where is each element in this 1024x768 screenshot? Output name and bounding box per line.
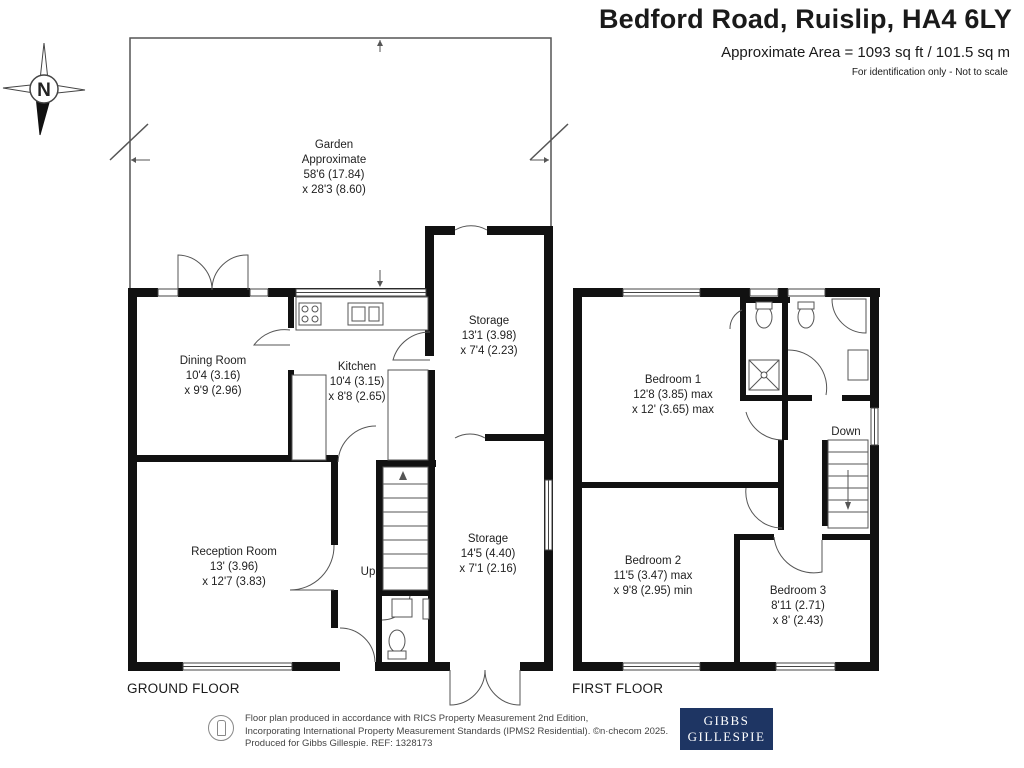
toilet-icon bbox=[388, 629, 406, 653]
footer-line1: Floor plan produced in accordance with R… bbox=[245, 713, 589, 724]
ground-stairs-label: Up bbox=[361, 566, 376, 578]
storage2-dim1: 14'5 (4.40) bbox=[461, 548, 516, 560]
footer-notes: Floor plan produced in accordance with R… bbox=[245, 713, 668, 751]
bedroom3-dim1: 8'11 (2.71) bbox=[771, 600, 825, 612]
garden-dim1: 58'6 (17.84) bbox=[303, 169, 364, 181]
identification-note: For identification only - Not to scale bbox=[851, 67, 1008, 78]
reception-name: Reception Room bbox=[191, 546, 277, 558]
storage2-dim2: x 7'1 (2.16) bbox=[459, 563, 516, 575]
kitchen-fittings bbox=[291, 296, 429, 461]
bedroom3-name: Bedroom 3 bbox=[770, 585, 826, 597]
garden-boundary bbox=[109, 37, 569, 290]
bedroom2-name: Bedroom 2 bbox=[625, 555, 681, 567]
first-floor-windows bbox=[622, 288, 879, 671]
first-floor-doors bbox=[729, 309, 828, 574]
brand-logo: GIBBS GILLESPIE bbox=[680, 708, 773, 750]
dining-name: Dining Room bbox=[180, 355, 246, 367]
storage1-name: Storage bbox=[469, 315, 509, 327]
garden-note: Approximate bbox=[302, 154, 367, 166]
bedroom1-dim2: x 12' (3.65) max bbox=[632, 404, 714, 416]
compass-north-label: N bbox=[37, 80, 51, 101]
storage2-name: Storage bbox=[468, 533, 508, 545]
hob-icon bbox=[298, 302, 322, 326]
footer-line3: Produced for Gibbs Gillespie. REF: 13281… bbox=[245, 738, 433, 749]
brand-line1: GIBBS bbox=[703, 713, 750, 728]
compass-icon: N bbox=[2, 42, 86, 136]
bedroom1-name: Bedroom 1 bbox=[645, 374, 701, 386]
dining-dim2: x 9'9 (2.96) bbox=[184, 385, 241, 397]
garden-dim2: x 28'3 (8.60) bbox=[302, 184, 366, 196]
bedroom2-dim1: 11'5 (3.47) max bbox=[614, 570, 693, 582]
bedroom3-dim2: x 8' (2.43) bbox=[773, 615, 824, 627]
ground-floor-doors bbox=[177, 225, 521, 706]
ground-floor-stairs bbox=[382, 466, 429, 591]
garden-name: Garden bbox=[315, 139, 353, 151]
bathroom-fittings bbox=[748, 298, 869, 391]
brand-line2: GILLESPIE bbox=[687, 729, 766, 744]
rics-icon bbox=[208, 715, 234, 741]
first-floor-stairs bbox=[827, 439, 869, 529]
property-title: Bedford Road, Ruislip, HA4 6LY bbox=[598, 4, 1012, 34]
first-stairs-label: Down bbox=[831, 426, 860, 438]
kitchen-name: Kitchen bbox=[338, 361, 376, 373]
reception-dim1: 13' (3.96) bbox=[210, 561, 258, 573]
first-floor-label: FIRST FLOOR bbox=[572, 681, 664, 696]
dining-dim1: 10'4 (3.16) bbox=[186, 370, 241, 382]
kitchen-dim2: x 8'8 (2.65) bbox=[328, 391, 385, 403]
approximate-area: Approximate Area = 1093 sq ft / 101.5 sq… bbox=[721, 44, 1010, 61]
shower-icon bbox=[831, 298, 867, 334]
ground-floor-windows bbox=[157, 288, 553, 671]
footer-line2: Incorporating International Property Mea… bbox=[245, 725, 669, 737]
first-floor-walls bbox=[573, 288, 880, 671]
basin-icon bbox=[847, 349, 869, 381]
reception-dim2: x 12'7 (3.83) bbox=[202, 576, 266, 588]
first-floor-labels: Bedroom 1 12'8 (3.85) max x 12' (3.65) m… bbox=[614, 374, 861, 627]
bedroom1-dim1: 12'8 (3.85) max bbox=[633, 389, 713, 401]
storage1-dim1: 13'1 (3.98) bbox=[462, 330, 517, 342]
storage1-dim2: x 7'4 (2.23) bbox=[460, 345, 517, 357]
ground-floor-wc bbox=[387, 598, 430, 660]
kitchen-dim1: 10'4 (3.15) bbox=[330, 376, 385, 388]
basin-icon bbox=[391, 598, 413, 618]
ground-floor-label: GROUND FLOOR bbox=[127, 681, 240, 696]
ground-floor-labels: Garden Approximate 58'6 (17.84) x 28'3 (… bbox=[180, 139, 518, 588]
bedroom2-dim2: x 9'8 (2.95) min bbox=[614, 585, 693, 597]
